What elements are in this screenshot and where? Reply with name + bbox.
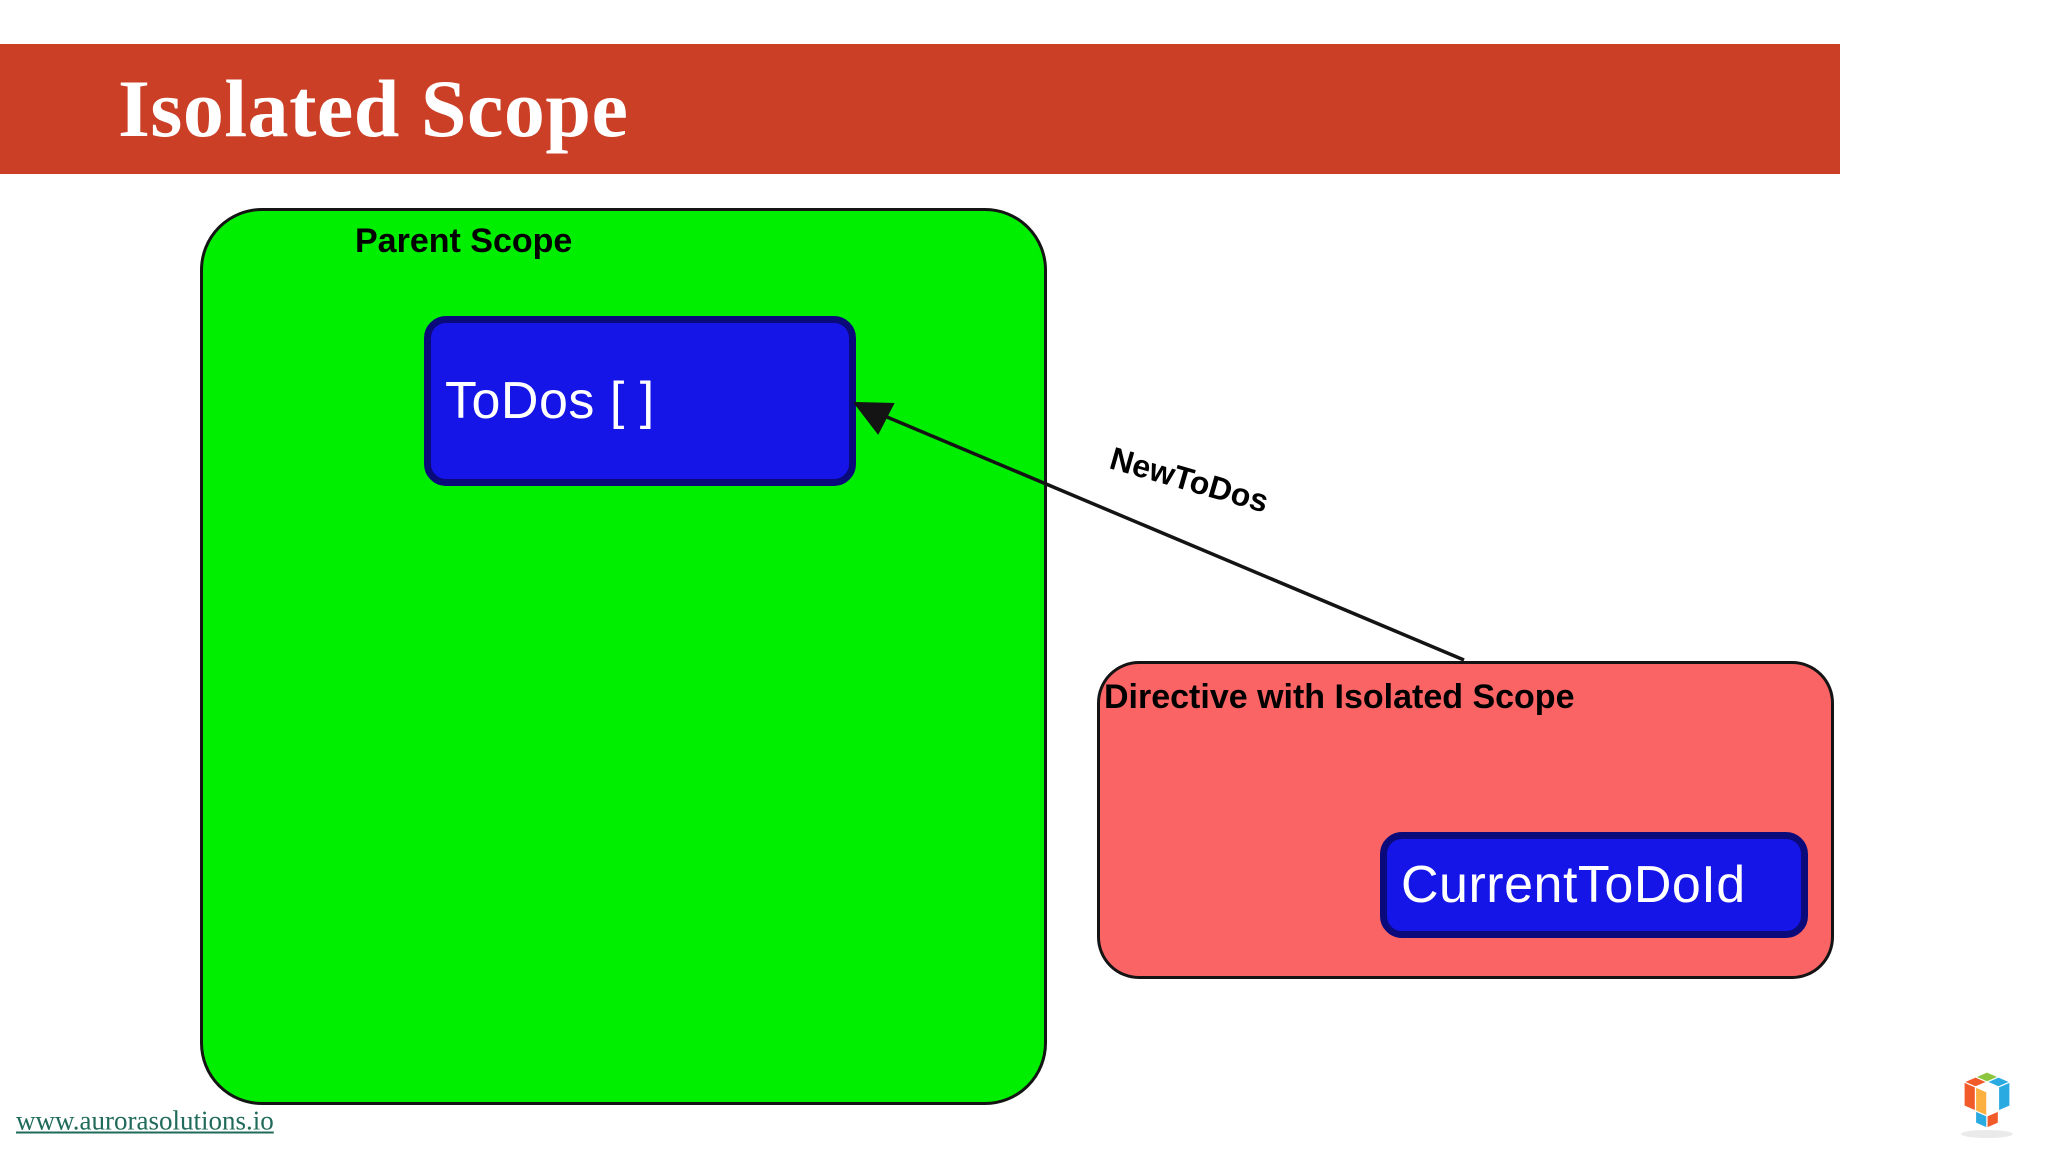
directive-scope-label: Directive with Isolated Scope (1104, 678, 1575, 716)
current-todo-id-node-label: CurrentToDoId (1401, 856, 1746, 914)
connector-arrow-label: NewToDos (1106, 440, 1273, 520)
page-title: Isolated Scope (118, 63, 629, 154)
title-banner (0, 44, 1840, 174)
parent-scope-label: Parent Scope (355, 222, 573, 260)
current-todo-id-node: CurrentToDoId (1380, 832, 1808, 938)
todos-node: ToDos [ ] (424, 316, 856, 486)
footer-website-link[interactable]: www.aurorasolutions.io (16, 1105, 274, 1136)
aurora-solutions-cube-logo (1961, 1071, 2013, 1138)
todos-node-label: ToDos [ ] (445, 372, 655, 430)
